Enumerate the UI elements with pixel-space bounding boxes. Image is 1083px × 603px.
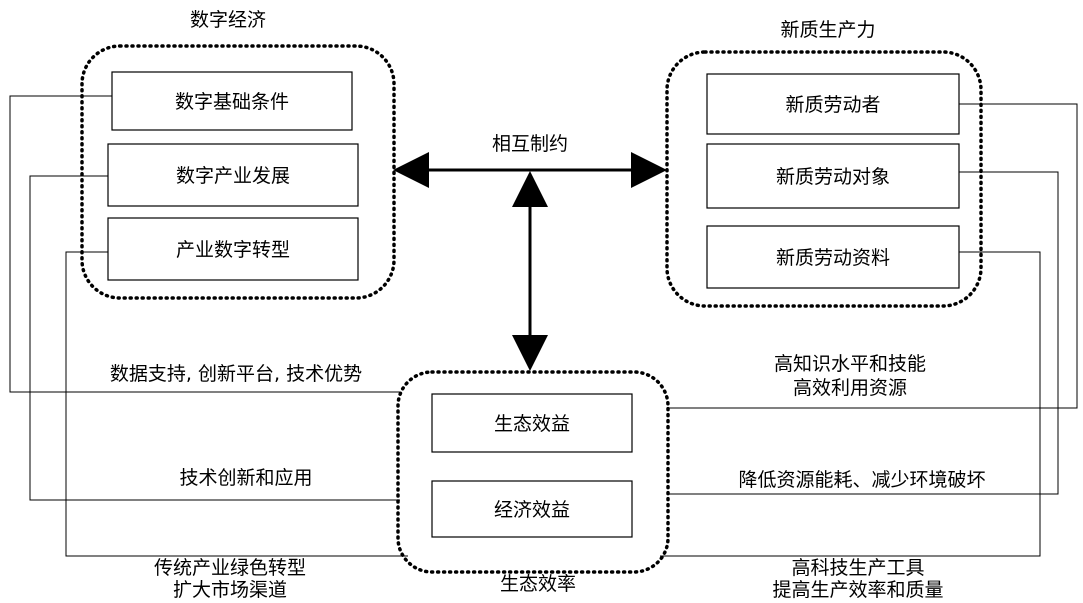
connector-new-labor-objects — [668, 171, 1059, 495]
box-ecological-benefit — [431, 393, 633, 453]
new-productivity-container — [665, 50, 983, 308]
mutual-constraint-label: 相互制约 — [492, 133, 568, 155]
box-new-laborers — [706, 73, 960, 135]
connector-new-laborers — [668, 103, 1078, 409]
connector-digital-industry — [29, 175, 400, 501]
box-economic-benefit-label: 经济效益 — [494, 499, 570, 521]
box-industry-digital-transformation — [107, 217, 359, 281]
label-tech-innovation: 技术创新和应用 — [179, 467, 312, 489]
label-green-transformation: 传统产业绿色转型 — [154, 557, 306, 579]
box-ecological-benefit-label: 生态效益 — [494, 413, 570, 435]
ecological-efficiency-title: 生态效率 — [500, 573, 576, 595]
ecological-efficiency-container — [396, 370, 670, 574]
box-digital-industry-label: 数字产业发展 — [176, 165, 290, 187]
box-new-labor-objects-label: 新质劳动对象 — [776, 166, 890, 188]
box-industry-digital-transformation-label: 产业数字转型 — [176, 239, 290, 261]
label-high-tech-tools: 高科技生产工具 — [791, 557, 924, 579]
box-new-labor-materials-label: 新质劳动资料 — [776, 247, 890, 269]
label-reduce-consumption: 降低资源能耗、减少环境破坏 — [738, 469, 985, 491]
box-digital-foundation-label: 数字基础条件 — [175, 91, 289, 113]
digital-economy-title: 数字经济 — [190, 9, 266, 31]
label-improve-efficiency: 提高生产效率和质量 — [772, 579, 943, 601]
label-efficient-resource-use: 高效利用资源 — [793, 377, 907, 399]
new-productivity-title: 新质生产力 — [780, 19, 875, 41]
connector-industry-transformation — [65, 251, 408, 557]
label-market-expansion: 扩大市场渠道 — [173, 579, 287, 601]
box-economic-benefit — [431, 480, 633, 538]
box-new-laborers-label: 新质劳动者 — [785, 94, 880, 116]
label-knowledge-skills: 高知识水平和技能 — [774, 353, 926, 375]
box-new-labor-materials — [706, 225, 960, 289]
label-data-support: 数据支持, 创新平台, 技术优势 — [110, 363, 362, 385]
connector-new-labor-materials — [660, 251, 1041, 557]
connector-digital-foundation — [9, 95, 400, 393]
box-digital-industry — [107, 143, 359, 207]
box-new-labor-objects — [706, 143, 960, 209]
box-digital-foundation — [111, 71, 353, 131]
